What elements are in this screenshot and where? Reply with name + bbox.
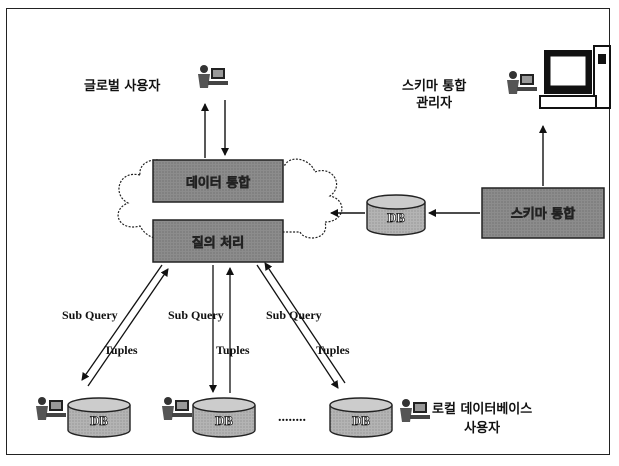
global-user-arrows (205, 100, 225, 158)
sub-query-label-right: Sub Query (266, 308, 322, 323)
query-processing-box: 질의 처리 (153, 220, 283, 262)
db-cylinder-local-3: DB (330, 398, 392, 437)
tuples-label-right: Tuples (316, 343, 350, 358)
tuples-label-center: Tuples (216, 343, 250, 358)
schema-integration-label: 스키마 통합 (511, 206, 575, 222)
global-user-label: 글로벌 사용자 (84, 75, 160, 94)
tuples-label-left: Tuples (104, 343, 138, 358)
user-at-computer-icon (36, 397, 66, 420)
schema-admin-label: 스키마 통합 관리자 (402, 78, 466, 112)
user-at-computer-icon (507, 71, 537, 94)
db-label: DB (387, 210, 405, 225)
local-db-user-label: 로컬 데이터베이스 사용자 (432, 400, 532, 438)
db-label: DB (352, 413, 370, 428)
user-at-computer-icon (198, 65, 228, 88)
data-integration-box: 데이터 통합 (153, 160, 283, 202)
db-label: DB (90, 413, 108, 428)
query-processing-label: 질의 처리 (192, 235, 244, 251)
desktop-computer-icon (540, 46, 610, 108)
db-cylinder-local-1: DB (68, 398, 130, 437)
db-label: DB (215, 413, 233, 428)
ellipsis-dots: ........ (278, 410, 306, 425)
sub-query-label-center: Sub Query (168, 308, 224, 323)
db-cylinder-local-2: DB (193, 398, 255, 437)
sub-query-label-left: Sub Query (62, 308, 118, 323)
data-integration-label: 데이터 통합 (186, 175, 250, 191)
schema-integration-box: 스키마 통합 (482, 188, 604, 238)
user-at-computer-icon (400, 399, 430, 422)
query-tuple-arrows (82, 263, 345, 393)
user-at-computer-icon (162, 397, 192, 420)
db-cylinder-schema: DB (367, 195, 425, 235)
